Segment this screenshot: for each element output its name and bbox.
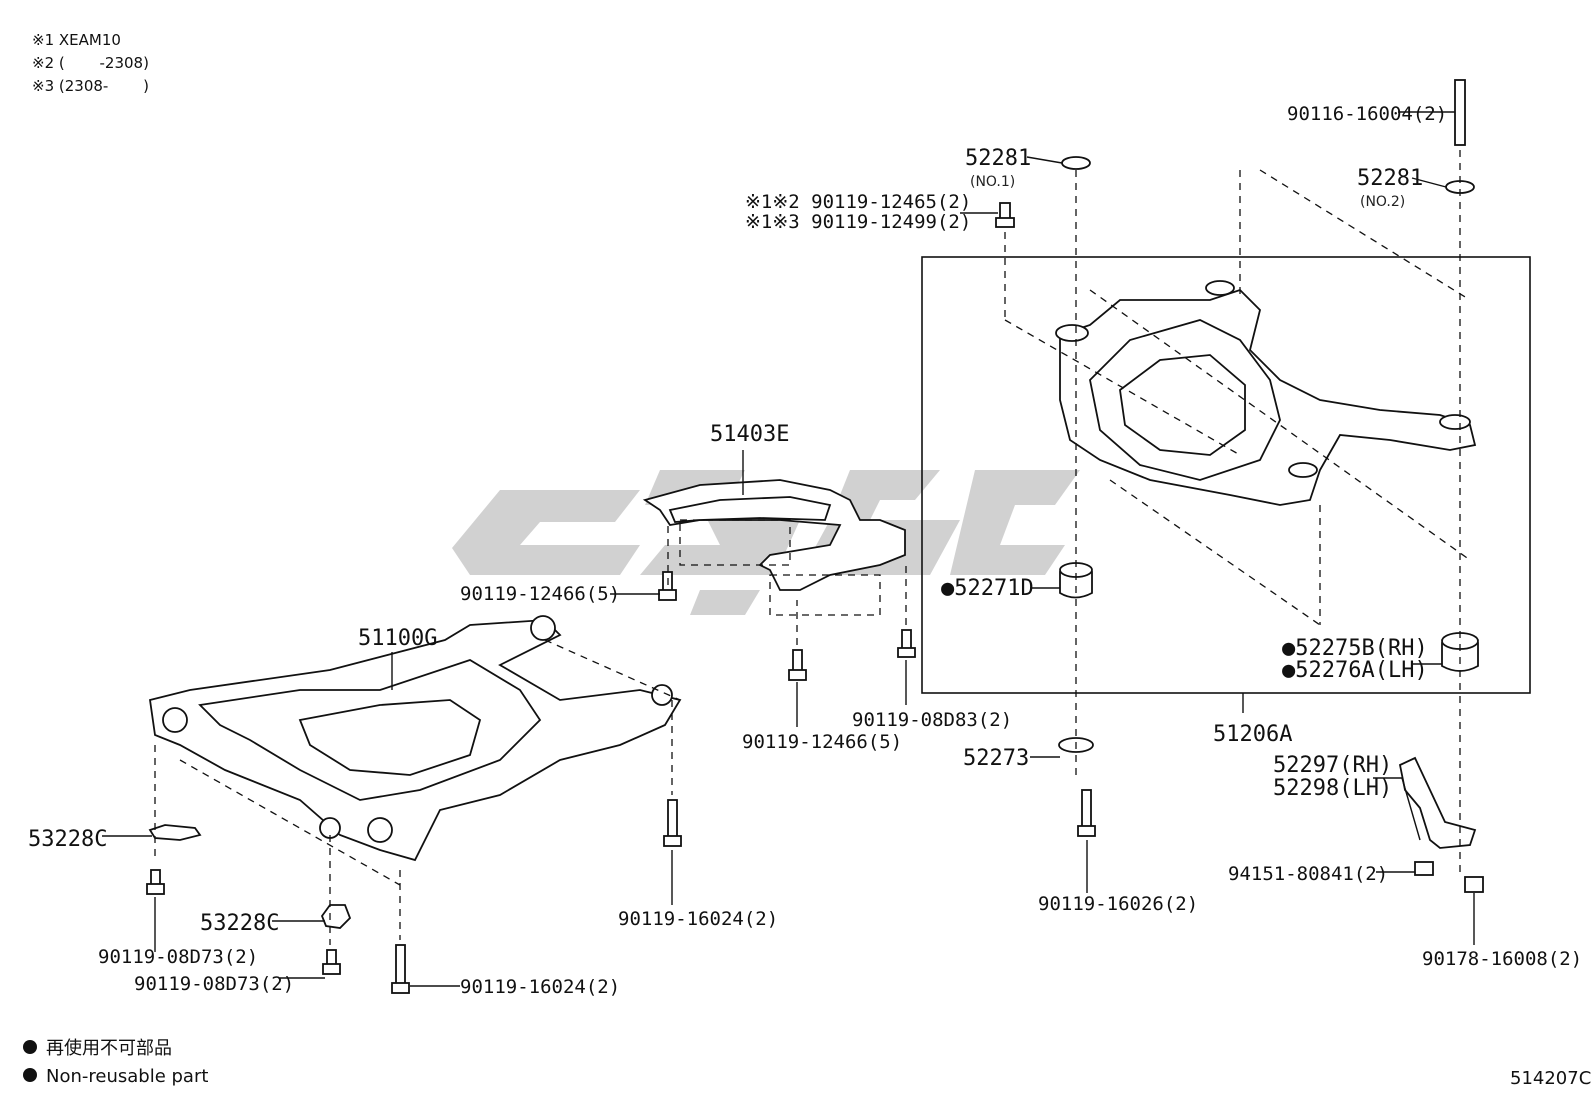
bushing-52275b-52276a[interactable]	[1441, 632, 1479, 672]
legend-english: Non-reusable part	[46, 1066, 208, 1087]
label-52298: 52298(LH)	[1273, 776, 1392, 801]
leader-lines	[102, 111, 1475, 987]
label-90119-12466-left: 90119-12466(5)	[460, 583, 620, 605]
note-3: ※3 (2308- )	[32, 77, 149, 95]
label-52276a: ●52276A(LH)	[1282, 658, 1428, 683]
label-53228c-lower: 53228C	[200, 911, 279, 936]
stopper-52281-no1[interactable]	[1061, 156, 1091, 170]
label-90119-16026: 90119-16026(2)	[1038, 893, 1198, 915]
legend-japanese: 再使用不可部品	[46, 1038, 172, 1059]
bolt-90119-12465[interactable]	[995, 202, 1015, 228]
bolt-90119-08d73-upper[interactable]	[146, 869, 165, 895]
label-52281-no2: 52281	[1357, 166, 1423, 191]
label-51100g: 51100G	[358, 626, 437, 651]
nut-90178-16008[interactable]	[1464, 876, 1484, 893]
label-90119-08d83: 90119-08D83(2)	[852, 709, 1012, 731]
label-90178-16008: 90178-16008(2)	[1422, 948, 1582, 970]
rear-crossmember-51206a[interactable]	[1055, 280, 1477, 506]
plate-53228c-lower[interactable]	[320, 904, 352, 929]
bolt-90119-16024-left[interactable]	[391, 944, 410, 994]
label-52281-no1-sub: (NO.1)	[970, 174, 1015, 190]
note-2: ※2 ( -2308)	[32, 54, 149, 72]
bolt-90119-16026[interactable]	[1077, 789, 1096, 837]
label-90116-16004: 90116-16004(2)	[1287, 103, 1447, 125]
bolt-90116-16004[interactable]	[1454, 79, 1466, 146]
front-crossmember-51100g[interactable]	[148, 615, 682, 862]
label-52281-no1: 52281	[965, 146, 1031, 171]
label-90119-08d73-upper: 90119-08D73(2)	[98, 946, 258, 968]
label-90119-12465: ※1※2 90119-12465(2)	[745, 191, 971, 213]
bracket-52297-52298[interactable]	[1398, 756, 1477, 849]
bushing-52271d[interactable]	[1059, 562, 1093, 599]
label-52281-no2-sub: (NO.2)	[1360, 194, 1405, 210]
label-52297: 52297(RH)	[1273, 753, 1392, 778]
label-52271d: ●52271D	[941, 576, 1034, 601]
label-90119-16024-left: 90119-16024(2)	[460, 976, 620, 998]
label-52275b: ●52275B(RH)	[1282, 636, 1428, 661]
label-94151-80841: 94151-80841(2)	[1228, 863, 1388, 885]
plate-53228c-upper[interactable]	[148, 824, 202, 841]
assembly-lines	[154, 150, 1471, 945]
under-cover-51403e[interactable]	[642, 479, 906, 616]
label-52273: 52273	[963, 746, 1029, 771]
legend-bullet-icon	[23, 1040, 37, 1054]
bolt-90119-12466-left[interactable]	[658, 571, 677, 601]
label-90119-12466-right: 90119-12466(5)	[742, 731, 902, 753]
legend-bullet-icon-2	[23, 1068, 37, 1082]
bolt-90119-08d83[interactable]	[897, 629, 916, 658]
label-51206a: 51206A	[1213, 722, 1292, 747]
label-51403e: 51403E	[710, 422, 789, 447]
bolt-90119-12466-right[interactable]	[788, 649, 807, 681]
bolt-90119-08d73-lower[interactable]	[322, 949, 341, 975]
diagram-code: 514207C	[1510, 1068, 1591, 1089]
label-90119-16024-right: 90119-16024(2)	[618, 908, 778, 930]
label-53228c-upper: 53228C	[28, 827, 107, 852]
label-90119-08d73-lower: 90119-08D73(2)	[134, 973, 294, 995]
rear-crossmember-box	[921, 256, 1531, 694]
bolt-90119-16024-right[interactable]	[663, 799, 682, 847]
nut-94151-80841[interactable]	[1414, 861, 1434, 876]
label-90119-12499: ※1※3 90119-12499(2)	[745, 211, 971, 233]
note-1: ※1 XEAM10	[32, 31, 121, 49]
